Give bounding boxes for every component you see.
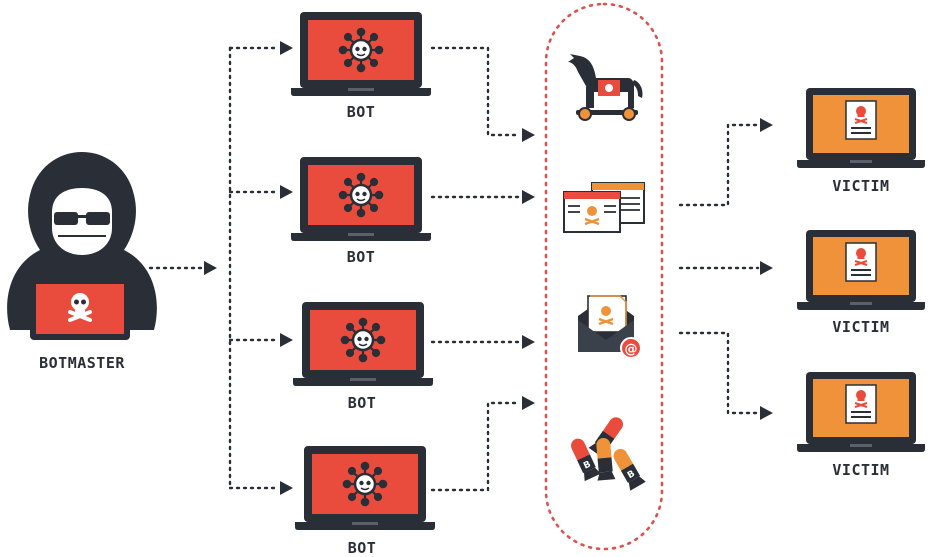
bot-laptop-1 <box>291 12 431 96</box>
bot-label-3: BOT <box>347 394 377 412</box>
svg-text:B: B <box>626 469 637 481</box>
svg-text:@: @ <box>625 342 638 357</box>
connectors <box>148 46 760 492</box>
bot-label-2: BOT <box>346 248 376 266</box>
bot-label-1: BOT <box>346 103 376 121</box>
trojan-horse-icon <box>568 54 643 121</box>
svg-text:B: B <box>582 460 593 472</box>
phishing-email-icon: @ <box>578 295 642 359</box>
victim-laptop-1 <box>796 87 926 169</box>
victim-laptop-3 <box>796 371 926 453</box>
victim-label-1: VICTIM <box>832 177 890 195</box>
bot-laptop-3 <box>293 302 433 386</box>
bot-laptop-2 <box>291 157 431 241</box>
bot-laptop-4 <box>295 446 435 530</box>
bombs-icon: B B <box>571 417 646 491</box>
victim-laptop-2 <box>796 229 926 311</box>
malware-webpage-icon <box>563 182 645 233</box>
attack-vectors-container <box>544 2 664 551</box>
bot-label-4: BOT <box>347 539 377 557</box>
botmaster-figure <box>7 152 157 340</box>
botmaster-label: BOTMASTER <box>39 354 125 372</box>
victim-label-2: VICTIM <box>832 318 890 336</box>
victim-label-3: VICTIM <box>832 461 890 479</box>
